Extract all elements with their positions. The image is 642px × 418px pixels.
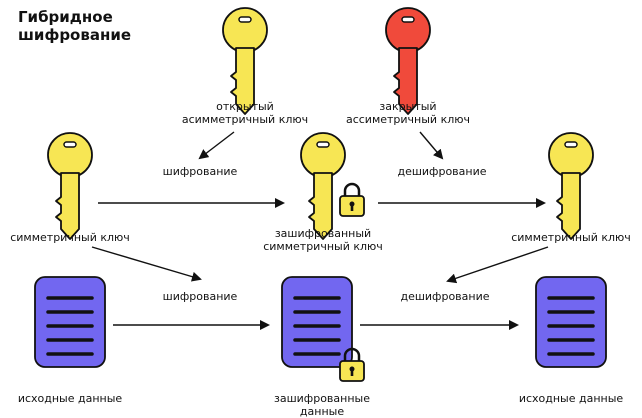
private-key-icon — [385, 7, 431, 115]
decrypt-bottom-label: дешифрование — [400, 290, 490, 303]
encrypted-key-icon — [300, 132, 346, 240]
symmetric-key-left-icon — [47, 132, 93, 240]
encrypt-top-label: шифрование — [162, 165, 238, 178]
private-key-label: закрытый ассиметричный ключ — [345, 100, 471, 126]
source-data-document-icon — [33, 275, 107, 369]
source-data-label: исходные данные — [17, 392, 123, 405]
public-key-icon — [222, 7, 268, 115]
arrow-public-to-encrypt — [198, 131, 235, 160]
encrypted-data-document-icon — [280, 275, 354, 369]
encrypted-data-label: зашифрованные данные — [274, 392, 370, 418]
diagram-title: Гибридное шифрование — [18, 8, 132, 44]
symmetric-key-left-label: симметричный ключ — [10, 231, 130, 244]
arrow-symkey-to-encrypt-bottom — [91, 246, 202, 282]
arrow-private-to-decrypt — [419, 131, 444, 160]
result-data-label: исходные данные — [518, 392, 624, 405]
symmetric-key-right-icon — [548, 132, 594, 240]
public-key-label: открытый асимметричный ключ — [181, 100, 309, 126]
result-data-document-icon — [534, 275, 608, 369]
decrypt-top-label: дешифрование — [397, 165, 487, 178]
encrypted-key-lock-icon — [338, 182, 366, 218]
encrypted-key-label: зашифрованный симметричный ключ — [263, 227, 383, 253]
arrow-symkey-to-decrypt-bottom — [446, 246, 549, 284]
symmetric-key-right-label: симметричный ключ — [511, 231, 631, 244]
encrypt-bottom-label: шифрование — [162, 290, 238, 303]
